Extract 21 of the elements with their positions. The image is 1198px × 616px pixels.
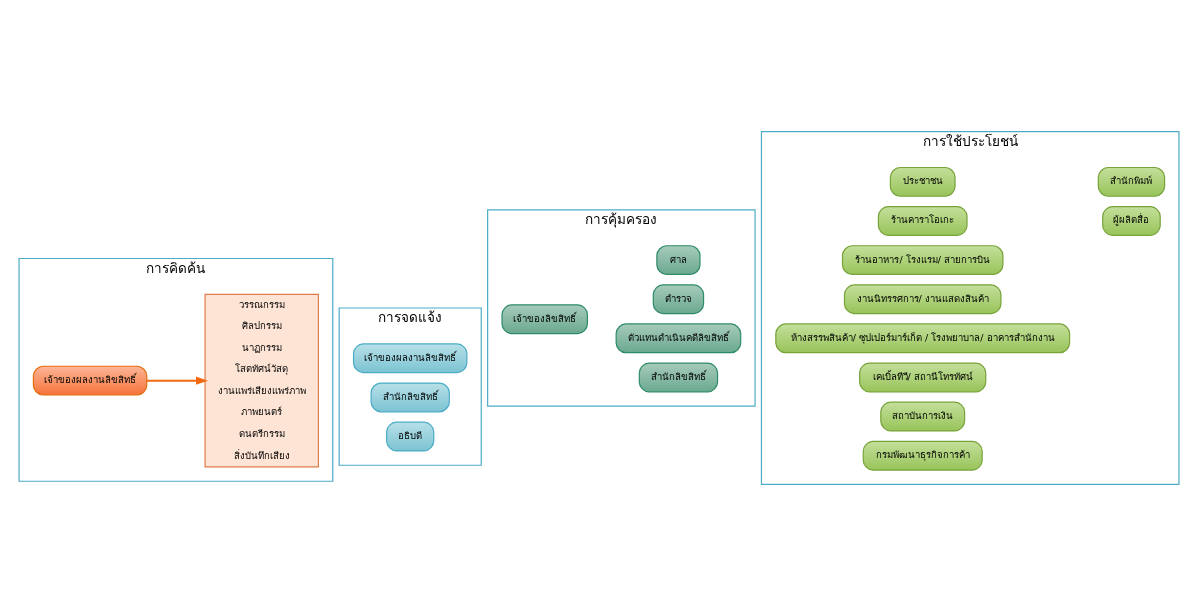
node-box: สถาบันการเงิน xyxy=(880,401,966,432)
node-box: ตัวแทนดำเนินคดีลิขสิทธิ์ xyxy=(615,323,742,354)
node-box: สำนักลิขสิทธิ์ xyxy=(638,362,719,393)
arrow xyxy=(145,376,208,385)
node-box: ประชาชน xyxy=(889,166,956,197)
node-box: งานนิทรรศการ/ งานแสดงสินค้า xyxy=(843,284,1002,315)
node-box: เจ้าของผลงานลิขสิทธิ์ xyxy=(32,365,148,396)
node-box: วรรณกรรม ศิลปกรรม นาฏกรรม โสตทัศน์วัสดุ งานแพร่เสียงแพร่ภาพ ภาพยนตร์ ดนตรีกรรม สิ่งบันทึกเสียง xyxy=(204,293,319,468)
node-box: ผู้ผลิตสื่อ xyxy=(1102,206,1161,236)
node-box: ห้างสรรพสินค้า/ ซุปเปอร์มาร์เก็ต / โรงพยาบาล/ อาคารสำนักงาน xyxy=(775,323,1071,354)
node-box: เจ้าของลิขสิทธิ์ xyxy=(501,304,588,335)
node-box: เคเบิ้ลทีวี/ สถานีโทรทัศน์ xyxy=(859,362,987,393)
node-box: ศาล xyxy=(656,245,701,276)
node-box: สำนักลิขสิทธิ์ xyxy=(370,382,450,413)
node-box: ร้านคาราโอเกะ xyxy=(877,206,968,236)
node-box: กรมพัฒนาธุรกิจการค้า xyxy=(862,440,983,471)
node-box: ตำรวจ xyxy=(652,284,705,315)
node-box: สำนักพิมพ์ xyxy=(1097,166,1166,197)
node-box: ร้านอาหาร/ โรงแรม/ สายการบิน xyxy=(841,245,1004,276)
node-box: อธิบดี xyxy=(386,421,435,452)
node-box: เจ้าของผลงานลิขสิทธิ์ xyxy=(352,343,468,374)
